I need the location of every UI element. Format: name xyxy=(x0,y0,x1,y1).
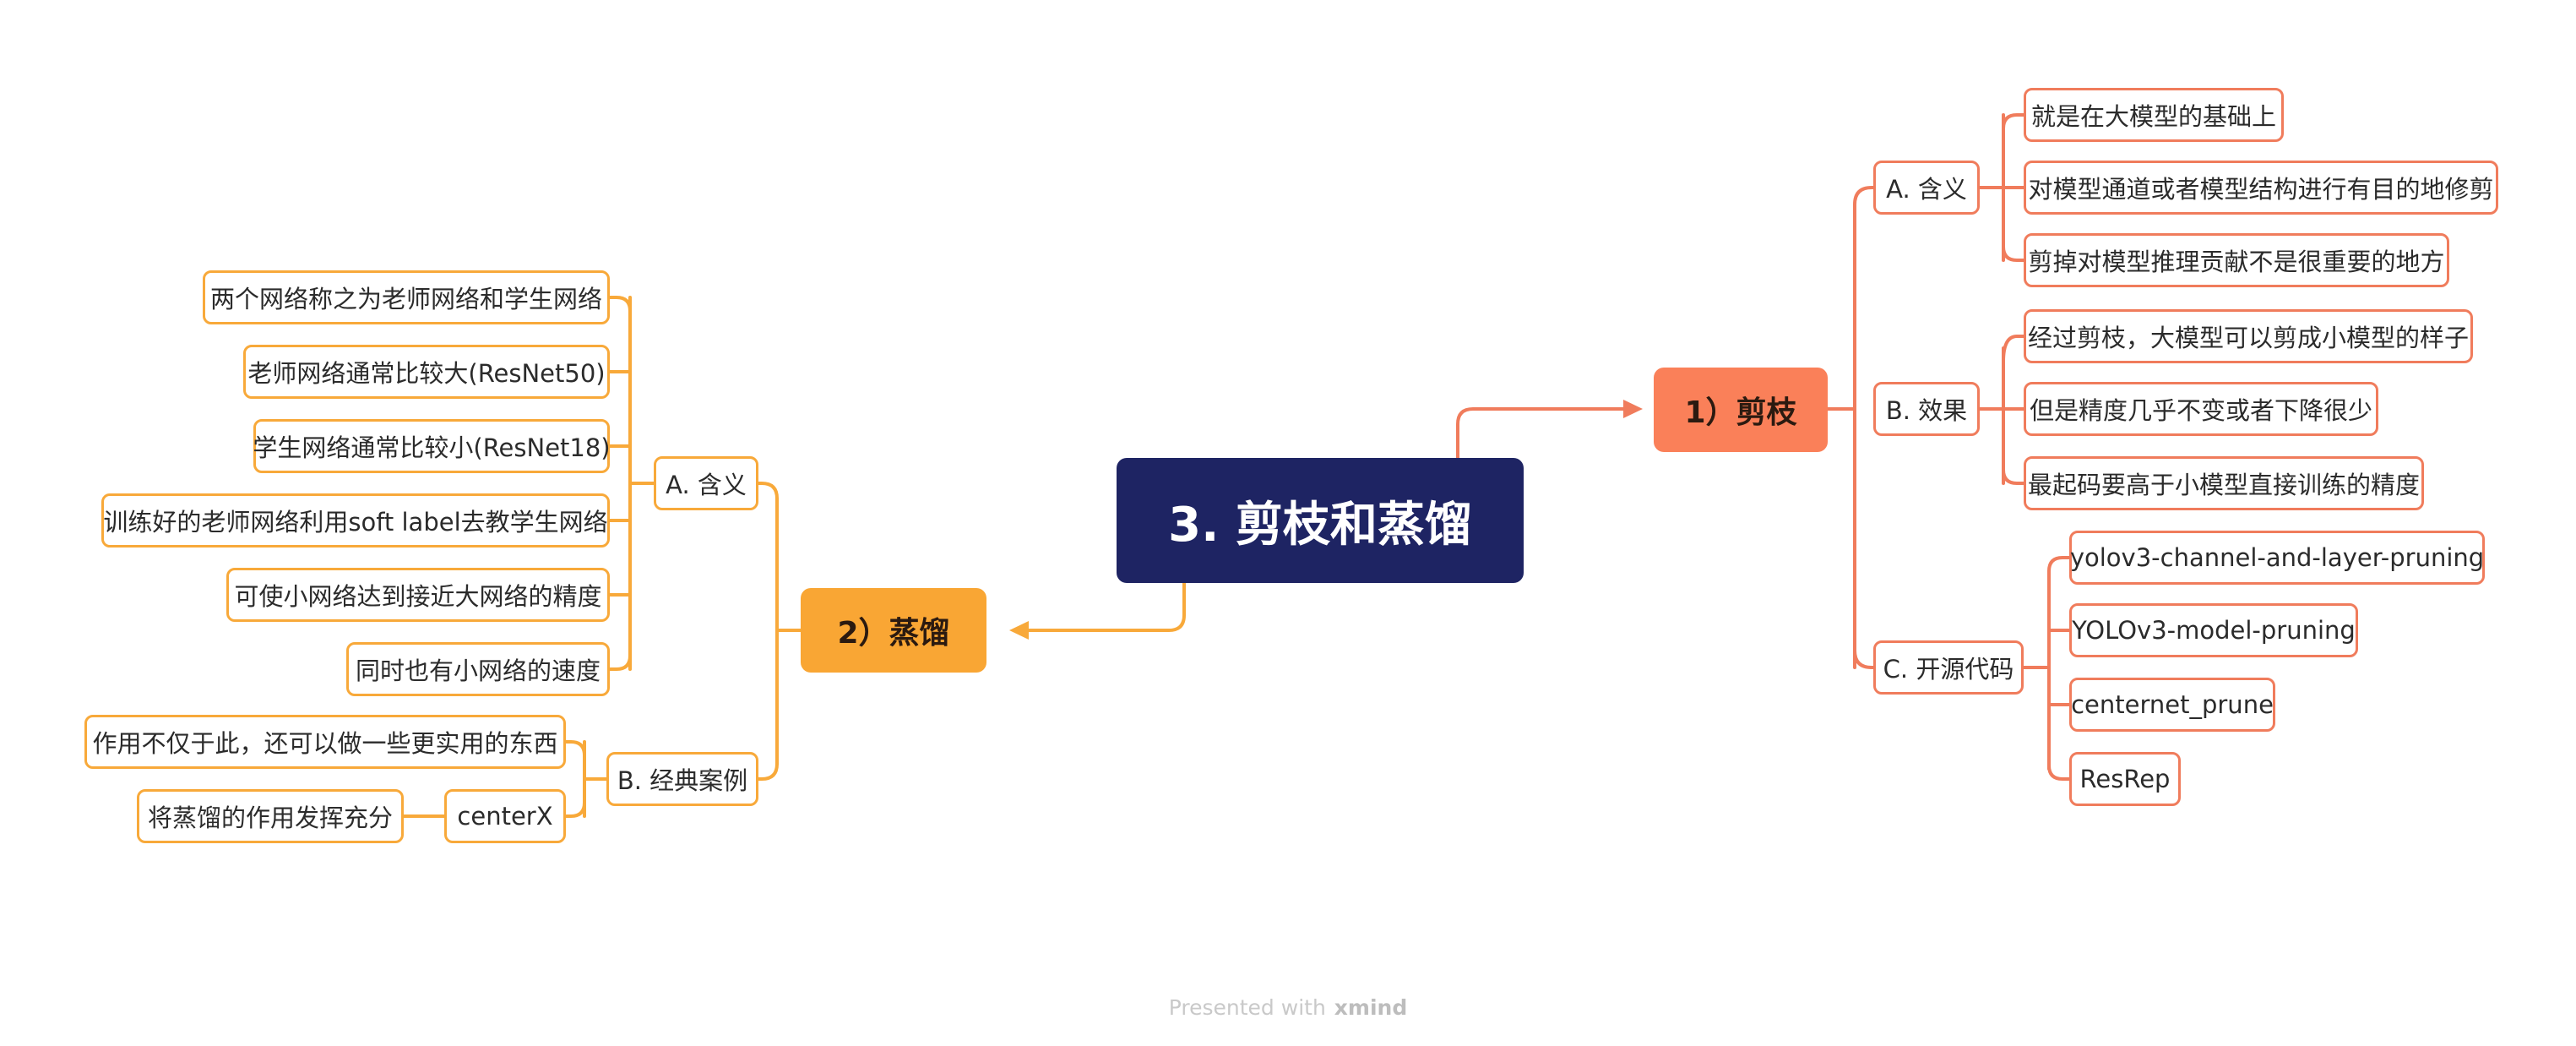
watermark-prefix: Presented with xyxy=(1168,994,1326,1020)
distill-case-sub[interactable]: 将蒸馏的作用发挥充分 xyxy=(137,789,404,843)
distill-case-centerx[interactable]: centerX xyxy=(444,789,566,843)
pruning-code-item[interactable]: YOLOv3-model-pruning xyxy=(2069,603,2358,657)
arrowhead-pruning xyxy=(1623,400,1643,418)
central-topic[interactable]: 3. 剪枝和蒸馏 xyxy=(1117,458,1524,583)
connector-meaning-3 xyxy=(2002,245,2025,262)
pruning-meaning-item[interactable]: 剪掉对模型推理贡献不是很重要的地方 xyxy=(2024,233,2449,287)
connector-effect-1 xyxy=(2002,335,2025,363)
connector-pruning-code xyxy=(1853,649,1875,669)
connector-pruning-spine xyxy=(1853,186,1875,669)
distill-meaning-item[interactable]: 学生网络通常比较小(ResNet18) xyxy=(253,419,611,473)
pruning-effect-item[interactable]: 最起码要高于小模型直接训练的精度 xyxy=(2024,456,2424,510)
pruning-meaning-item[interactable]: 对模型通道或者模型结构进行有目的地修剪 xyxy=(2024,161,2498,215)
distill-meaning-label[interactable]: A. 含义 xyxy=(654,456,758,510)
connector-central-to-pruning xyxy=(1456,407,1632,460)
connector-distill-cases xyxy=(757,762,779,781)
connector-dmeaning-1 xyxy=(608,296,632,313)
distill-meaning-item[interactable]: 老师网络通常比较大(ResNet50) xyxy=(243,345,610,399)
connector-distill-meaning xyxy=(757,482,779,500)
distill-meaning-item[interactable]: 两个网络称之为老师网络和学生网络 xyxy=(203,270,610,324)
connector-code-1 xyxy=(2047,556,2071,573)
pruning-code-item[interactable]: yolov3-channel-and-layer-pruning xyxy=(2069,531,2485,585)
connector-effect-3 xyxy=(2002,468,2025,485)
pruning-code-item[interactable]: centernet_prune xyxy=(2069,678,2275,732)
pruning-meaning-item[interactable]: 就是在大模型的基础上 xyxy=(2024,88,2284,142)
connector-cases-2 xyxy=(564,801,586,818)
pruning-effect-item[interactable]: 经过剪枝，大模型可以剪成小模型的样子 xyxy=(2024,309,2473,363)
distill-cases-label[interactable]: B. 经典案例 xyxy=(606,752,758,806)
connector-code-4 xyxy=(2047,764,2071,781)
connector-dmeaning-6 xyxy=(608,654,632,671)
pruning-meaning-label[interactable]: A. 含义 xyxy=(1873,161,1980,215)
watermark-brand: xmind xyxy=(1334,994,1408,1020)
pruning-effect-item[interactable]: 但是精度几乎不变或者下降很少 xyxy=(2024,382,2378,436)
pruning-effect-label[interactable]: B. 效果 xyxy=(1873,382,1980,436)
connector-cases-1 xyxy=(564,740,586,757)
distill-meaning-item[interactable]: 训练好的老师网络利用soft label去教学生网络 xyxy=(101,493,610,548)
main-topic-distillation[interactable]: 2）蒸馏 xyxy=(801,588,986,673)
distill-case-item[interactable]: 作用不仅于此，还可以做一些更实用的东西 xyxy=(84,715,566,769)
connector-central-to-distill xyxy=(1027,581,1186,632)
distill-meaning-item[interactable]: 可使小网络达到接近大网络的精度 xyxy=(226,568,610,622)
main-topic-pruning[interactable]: 1）剪枝 xyxy=(1654,368,1828,452)
watermark: Presented with xmind xyxy=(0,990,2576,1024)
pruning-code-item[interactable]: ResRep xyxy=(2069,752,2181,806)
pruning-code-label[interactable]: C. 开源代码 xyxy=(1873,640,2024,695)
distill-meaning-item[interactable]: 同时也有小网络的速度 xyxy=(346,642,610,696)
arrowhead-distill xyxy=(1009,621,1029,640)
connector-meaning-1 xyxy=(2002,113,2025,130)
